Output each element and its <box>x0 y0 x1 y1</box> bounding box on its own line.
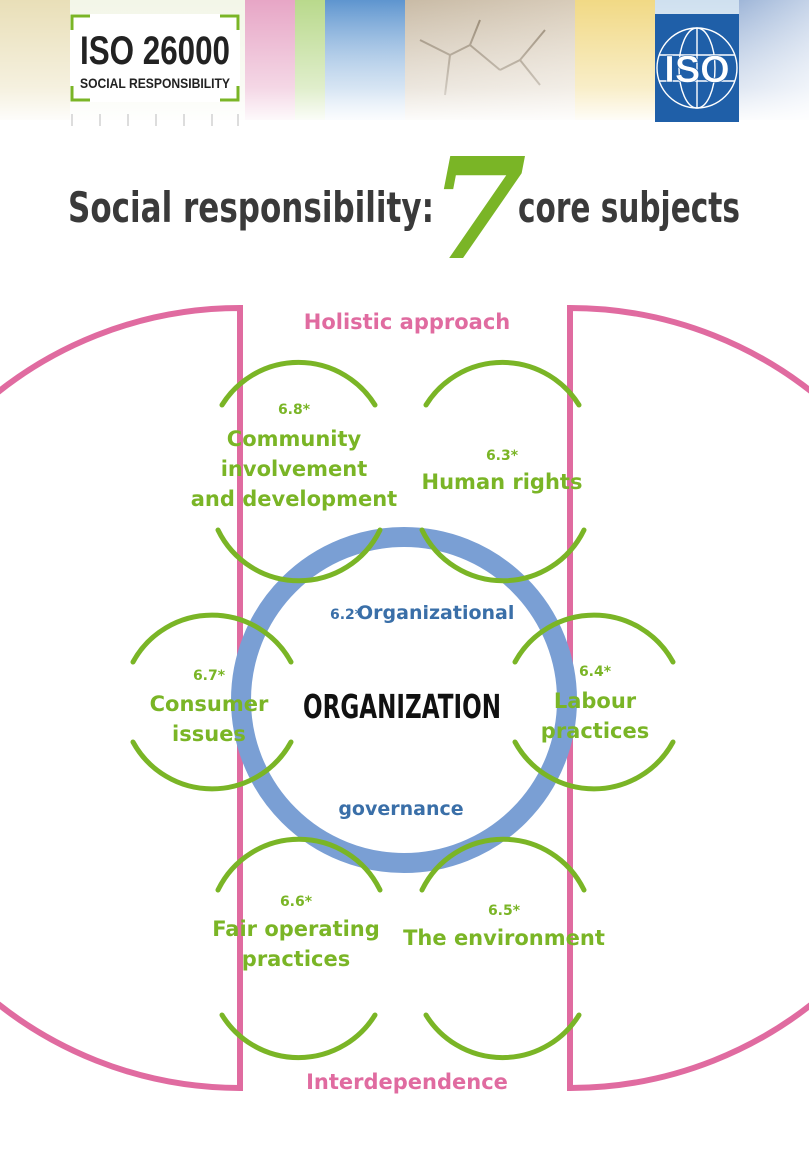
subject-label: and development <box>191 487 397 511</box>
governance-code: 6.2* <box>330 607 363 623</box>
iso-logo: ISO <box>655 14 739 122</box>
title-after: core subjects <box>518 183 740 232</box>
subject-label: Fair operating <box>212 917 380 941</box>
title-number: 7 <box>429 128 526 292</box>
iso26000-logo: ISO 26000 SOCIAL RESPONSIBILITY <box>70 14 240 126</box>
governance-ring <box>231 527 577 873</box>
subject-fair: 6.6* Fair operating practices <box>212 894 380 971</box>
circle-fair <box>215 836 383 1061</box>
subject-label: Consumer <box>150 692 269 716</box>
holistic-frame <box>0 304 809 1092</box>
subject-label: The environment <box>403 926 605 950</box>
subject-code: 6.5* <box>488 903 521 919</box>
subject-label: Human rights <box>422 470 583 494</box>
subject-code: 6.4* <box>579 664 612 680</box>
subject-label: Labour <box>554 689 637 713</box>
subject-code: 6.7* <box>193 668 226 684</box>
circle-community <box>215 359 383 584</box>
subject-label: issues <box>172 722 246 746</box>
subject-label: practices <box>242 947 350 971</box>
right-bracket <box>567 304 809 1092</box>
subject-community: 6.8* Community involvement and developme… <box>191 402 397 511</box>
label-interdependence: Interdependence <box>306 1070 508 1094</box>
iso-logo-text: ISO <box>664 49 729 91</box>
logo-title: ISO 26000 <box>80 29 230 73</box>
subject-human-rights: 6.3* Human rights <box>422 448 583 494</box>
subject-label: involvement <box>221 457 368 481</box>
label-holistic-approach: Holistic approach <box>304 310 510 334</box>
organization-label: ORGANIZATION <box>303 687 501 726</box>
subject-label: Community <box>227 427 362 451</box>
governance-line2: governance <box>338 798 463 820</box>
subject-consumer: 6.7* Consumer issues <box>150 668 269 746</box>
subject-code: 6.8* <box>278 402 311 418</box>
page-title: Social responsibility: 7 core subjects <box>68 128 740 292</box>
circle-human-rights <box>419 359 587 584</box>
circle-labour <box>512 612 676 792</box>
logo-subtitle: SOCIAL RESPONSIBILITY <box>80 75 231 91</box>
subject-code: 6.6* <box>280 894 313 910</box>
circle-environment <box>419 836 587 1061</box>
governance-line1: Organizational <box>357 602 514 624</box>
globe-icon <box>656 27 738 109</box>
subject-labour: 6.4* Labour practices <box>541 664 649 743</box>
subject-code: 6.3* <box>486 448 519 464</box>
left-bracket <box>0 304 243 1092</box>
subject-label: practices <box>541 719 649 743</box>
title-before: Social responsibility: <box>68 183 434 232</box>
subject-environment: 6.5* The environment <box>403 903 605 950</box>
circle-consumer <box>130 612 294 792</box>
